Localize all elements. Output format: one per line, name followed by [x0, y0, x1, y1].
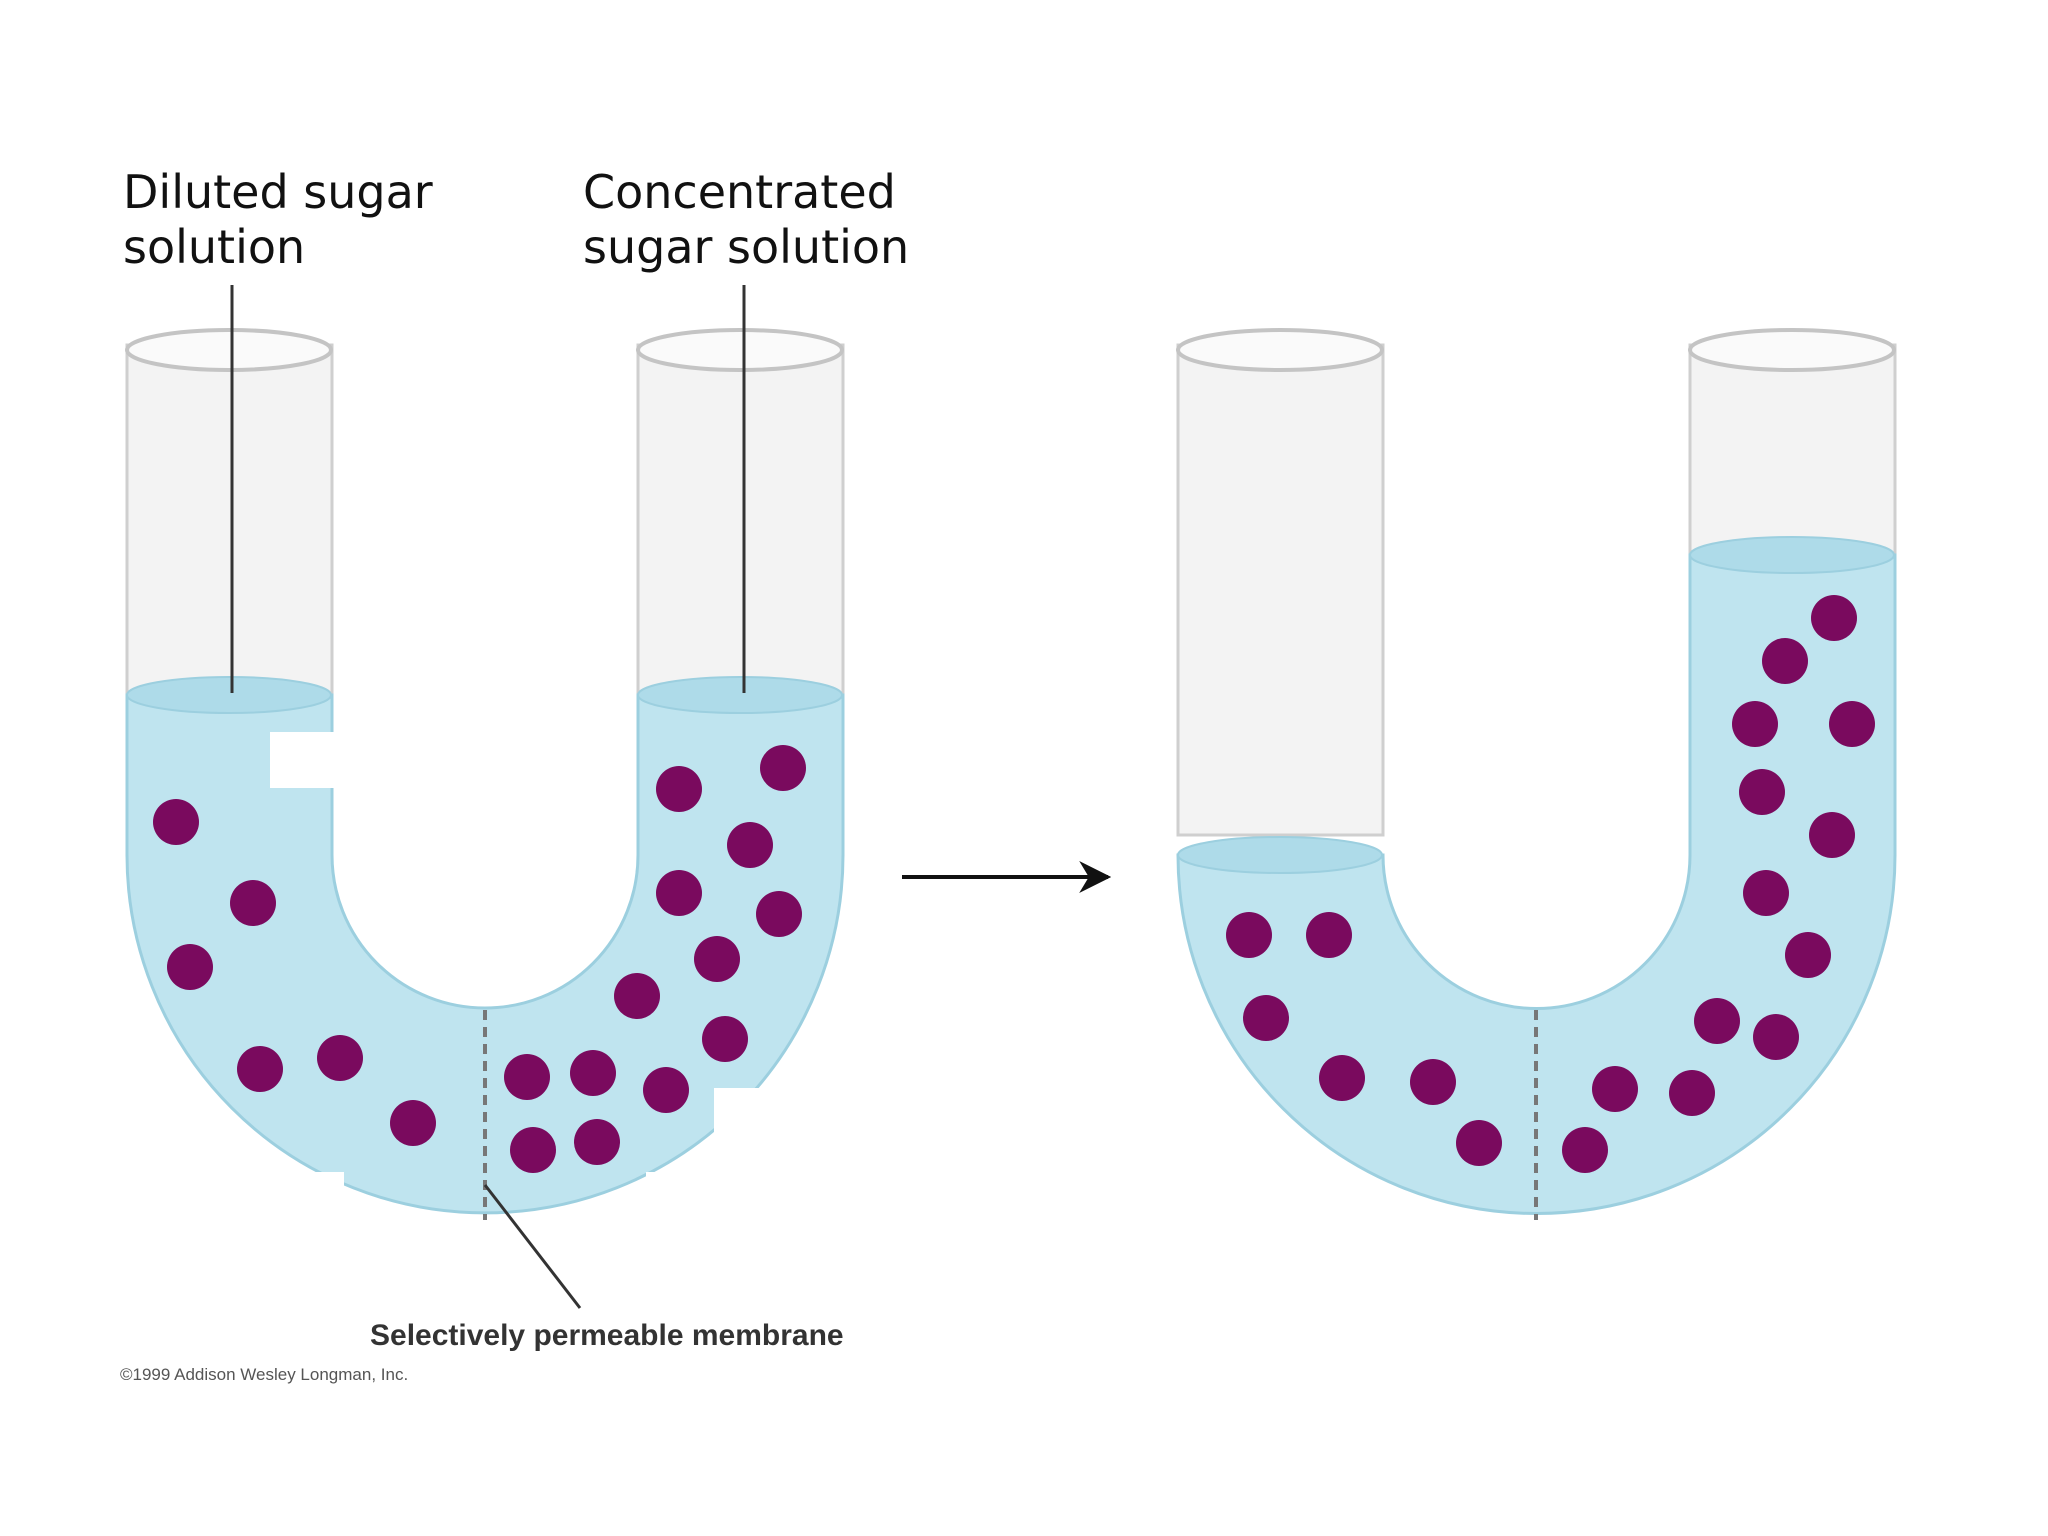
left-water-surface	[126, 676, 332, 714]
solute-particle	[727, 822, 773, 868]
solute-particle	[1785, 932, 1831, 978]
right-water-surface	[1689, 536, 1895, 574]
left-arm-glass	[1176, 343, 1385, 837]
solute-particle	[237, 1046, 283, 1092]
right-arm-rim	[1688, 328, 1896, 372]
solute-particle	[656, 870, 702, 916]
solute-particle	[656, 766, 702, 812]
solute-particle	[1669, 1070, 1715, 1116]
left-water-surface	[1177, 836, 1383, 874]
solute-particle	[1829, 701, 1875, 747]
solute-particle	[1456, 1120, 1502, 1166]
solute-particle	[702, 1016, 748, 1062]
solute-particle	[1562, 1127, 1608, 1173]
left-arm-rim	[125, 328, 333, 372]
solute-particle	[1592, 1066, 1638, 1112]
solute-particle	[574, 1119, 620, 1165]
diluted-label-line2: solution	[123, 220, 305, 274]
blank-patch	[646, 1172, 866, 1234]
solute-particle	[1743, 870, 1789, 916]
solute-particle	[570, 1050, 616, 1096]
solute-particle	[1732, 701, 1778, 747]
u-tube-before	[125, 328, 934, 1234]
solute-particle	[1811, 595, 1857, 641]
concentrated-label-line2: sugar solution	[583, 220, 909, 274]
diluted-label-line1: Diluted sugar	[123, 165, 433, 219]
solute-particle	[153, 799, 199, 845]
solute-particle	[1243, 995, 1289, 1041]
solute-particle	[390, 1100, 436, 1146]
solute-particle	[614, 973, 660, 1019]
diluted-label: Diluted sugar solution	[123, 165, 447, 274]
membrane-label: Selectively permeable membrane	[370, 1319, 844, 1352]
solute-particle	[167, 944, 213, 990]
solute-particle	[694, 936, 740, 982]
solute-particle	[504, 1054, 550, 1100]
solute-particle	[1694, 998, 1740, 1044]
solute-particle	[643, 1067, 689, 1113]
solute-particle	[1762, 638, 1808, 684]
blank-patch	[270, 732, 540, 788]
right-water-surface	[637, 676, 843, 714]
copyright-label: ©1999 Addison Wesley Longman, Inc.	[120, 1365, 408, 1384]
solute-particle	[510, 1127, 556, 1173]
blank-patch	[714, 1088, 934, 1148]
solute-particle	[1809, 812, 1855, 858]
solute-particle	[1753, 1014, 1799, 1060]
u-tube-after	[1176, 328, 1897, 1220]
solute-particle	[317, 1035, 363, 1081]
membrane-label-line	[483, 1184, 582, 1309]
solute-particle	[1739, 769, 1785, 815]
water-after	[1176, 553, 1897, 1215]
solute-particle	[1306, 912, 1352, 958]
solute-particle	[760, 745, 806, 791]
solute-particle	[1410, 1059, 1456, 1105]
solute-particle	[1226, 912, 1272, 958]
right-arm-rim	[636, 328, 844, 372]
blank-patch	[136, 1172, 344, 1234]
solute-particle	[756, 891, 802, 937]
solute-particle	[1319, 1055, 1365, 1101]
concentrated-label-line1: Concentrated	[583, 165, 896, 219]
concentrated-label: Concentrated sugar solution	[583, 165, 910, 274]
left-arm-rim	[1176, 328, 1384, 372]
solute-particle	[230, 880, 276, 926]
